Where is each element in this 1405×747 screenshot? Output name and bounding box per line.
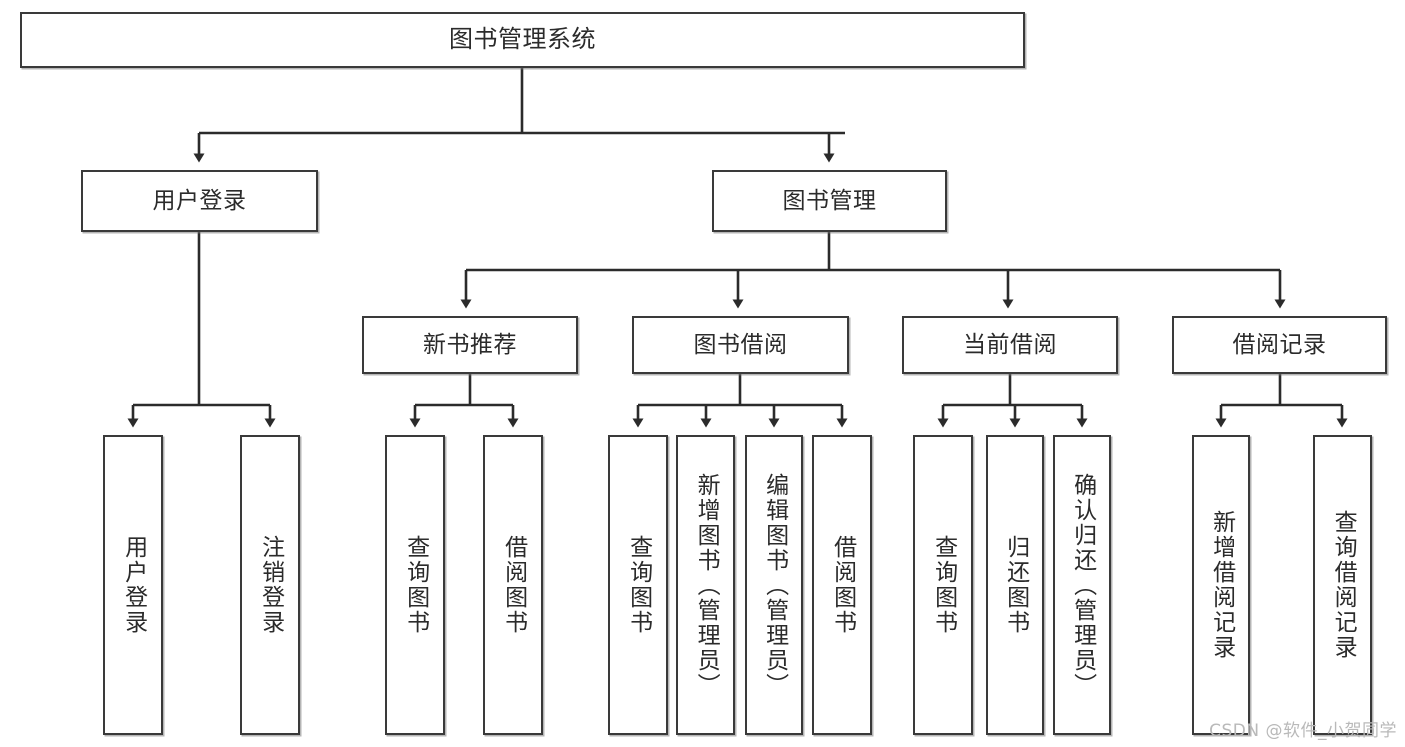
node-borrow-record-label: 借阅记录: [1232, 331, 1327, 358]
leaf-confirm-return-admin[interactable]: 确认归还（管理员）: [1053, 435, 1111, 735]
node-new-book-recommend[interactable]: 新书推荐: [362, 316, 578, 374]
leaf-logout-label: 注销登录: [257, 535, 284, 635]
leaf-borrow-book-label: 借阅图书: [829, 535, 856, 635]
node-current-borrow-label: 当前借阅: [963, 331, 1057, 358]
leaf-query-borrow-record[interactable]: 查询借阅记录: [1313, 435, 1372, 735]
leaf-logout[interactable]: 注销登录: [240, 435, 300, 735]
leaf-query-book-borrow[interactable]: 查询图书: [608, 435, 668, 735]
leaf-query-book-recommend-label: 查询图书: [402, 535, 429, 635]
leaf-query-book-recommend[interactable]: 查询图书: [385, 435, 445, 735]
leaf-edit-book-admin[interactable]: 编辑图书（管理员）: [745, 435, 803, 735]
leaf-confirm-return-admin-label: 确认归还（管理员）: [1069, 472, 1096, 698]
leaf-user-login-label: 用户登录: [120, 535, 147, 635]
node-book-borrow[interactable]: 图书借阅: [632, 316, 849, 374]
leaf-query-book-borrow-label: 查询图书: [625, 535, 652, 635]
leaf-add-borrow-record-label: 新增借阅记录: [1208, 510, 1235, 660]
node-root[interactable]: 图书管理系统: [20, 12, 1025, 68]
node-new-book-recommend-label: 新书推荐: [423, 331, 517, 358]
leaf-add-book-admin-label: 新增图书（管理员）: [693, 472, 720, 698]
node-book-management-label: 图书管理: [782, 187, 877, 214]
leaf-user-login[interactable]: 用户登录: [103, 435, 163, 735]
leaf-query-borrow-record-label: 查询借阅记录: [1330, 510, 1357, 660]
leaf-add-book-admin[interactable]: 新增图书（管理员）: [676, 435, 735, 735]
leaf-borrow-book[interactable]: 借阅图书: [812, 435, 872, 735]
node-root-label: 图书管理系统: [449, 25, 596, 54]
node-book-management[interactable]: 图书管理: [712, 170, 947, 232]
node-user-login-label: 用户登录: [152, 187, 247, 214]
node-book-borrow-label: 图书借阅: [693, 331, 788, 358]
leaf-return-book[interactable]: 归还图书: [986, 435, 1044, 735]
leaf-query-book-current-label: 查询图书: [930, 535, 957, 635]
node-user-login[interactable]: 用户登录: [81, 170, 318, 232]
watermark: CSDN @软件_小贺同学: [1209, 721, 1397, 741]
node-current-borrow[interactable]: 当前借阅: [902, 316, 1118, 374]
leaf-edit-book-admin-label: 编辑图书（管理员）: [761, 472, 788, 698]
leaf-borrow-book-recommend-label: 借阅图书: [500, 535, 527, 635]
leaf-borrow-book-recommend[interactable]: 借阅图书: [483, 435, 543, 735]
leaf-query-book-current[interactable]: 查询图书: [913, 435, 973, 735]
leaf-return-book-label: 归还图书: [1002, 535, 1029, 635]
leaf-add-borrow-record[interactable]: 新增借阅记录: [1192, 435, 1250, 735]
node-borrow-record[interactable]: 借阅记录: [1172, 316, 1387, 374]
